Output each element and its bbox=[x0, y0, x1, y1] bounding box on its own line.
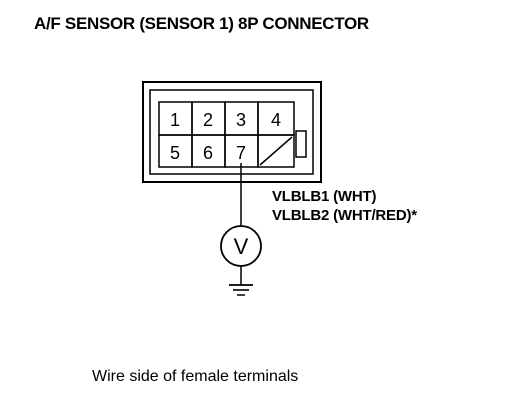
terminal-row-top: 1 2 3 4 bbox=[158, 101, 295, 136]
connector-lock-tab bbox=[295, 130, 307, 158]
wire-label-1: VLBLB1 (WHT) bbox=[272, 188, 377, 205]
empty-cell-slash bbox=[259, 136, 293, 166]
voltmeter-symbol: V bbox=[234, 234, 249, 259]
terminal-number: 1 bbox=[170, 110, 180, 130]
terminal-number: 5 bbox=[170, 143, 180, 163]
terminal-row-bottom: 5 6 7 bbox=[158, 134, 295, 168]
connector-housing-outer bbox=[142, 81, 322, 183]
diagram-caption: Wire side of female terminals bbox=[92, 368, 299, 385]
terminal-cell-empty bbox=[257, 134, 295, 168]
terminal-number: 4 bbox=[271, 110, 281, 130]
diagram-title: A/F SENSOR (SENSOR 1) 8P CONNECTOR bbox=[34, 14, 369, 33]
terminal-number: 7 bbox=[236, 143, 246, 163]
terminal-number: 6 bbox=[203, 143, 213, 163]
connector-housing-inner bbox=[149, 89, 314, 175]
wire-label-2: VLBLB2 (WHT/RED)* bbox=[272, 207, 417, 224]
terminal-number: 2 bbox=[203, 110, 213, 130]
terminal-number: 3 bbox=[236, 110, 246, 130]
ground-icon bbox=[229, 284, 253, 296]
